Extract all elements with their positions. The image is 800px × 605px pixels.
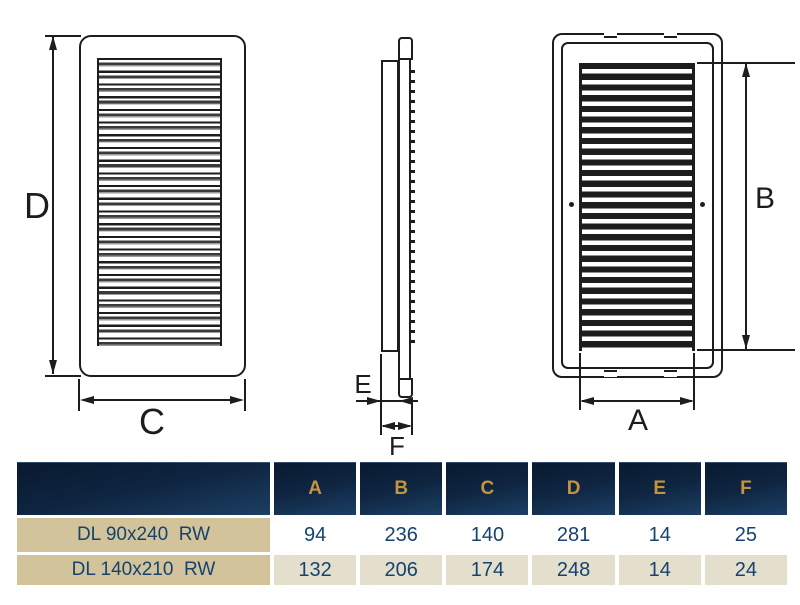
dim-e-arrow-right <box>367 397 381 405</box>
rear-view-clip-notch <box>664 31 677 38</box>
col-header-e: E <box>618 462 701 515</box>
dim-a-arrow-right <box>680 397 694 405</box>
value-cell: 14 <box>618 555 701 585</box>
dim-b-arrow-down <box>742 335 750 349</box>
dim-f-arrow-right <box>398 422 412 430</box>
dim-label-d: D <box>24 185 50 226</box>
dim-c-arrow-left <box>80 396 94 404</box>
rear-view-clip-notch <box>664 370 677 377</box>
side-view-duct-collar <box>381 60 399 352</box>
dim-d-arrow-down <box>49 360 57 374</box>
col-header-a: A <box>274 462 357 515</box>
dim-c-line <box>83 399 241 401</box>
dim-f-arrow-left <box>381 422 395 430</box>
dim-label-c: C <box>139 401 165 442</box>
dim-d-extension-top <box>45 35 81 37</box>
dim-a-extension-right <box>693 353 695 410</box>
value-cell: 236 <box>360 518 443 552</box>
dim-a-arrow-left <box>580 397 594 405</box>
dim-label-b: B <box>754 182 775 215</box>
dim-b-arrow-up <box>742 63 750 77</box>
dimension-spec-table: A B C D E F DL 90x240 RW 94 236 140 281 … <box>17 462 787 585</box>
rear-view-louver-grid <box>579 63 695 351</box>
dim-d-arrow-up <box>49 36 57 50</box>
model-name-cell: DL 140x210 RW <box>17 555 270 585</box>
screw-hole-left <box>569 202 574 207</box>
dim-d-extension-bottom <box>45 374 81 377</box>
value-cell: 14 <box>618 518 701 552</box>
dim-b-extension-bottom <box>697 349 795 351</box>
value-cell: 206 <box>360 555 443 585</box>
front-view-louver-grid <box>97 58 222 346</box>
side-view-faceplate-top-cap <box>398 37 413 60</box>
rear-view-clip-notch <box>604 31 617 38</box>
dim-label-f: F <box>389 431 405 461</box>
dim-c-arrow-right <box>230 396 244 404</box>
dim-c-extension-left <box>78 379 80 411</box>
col-header-d: D <box>532 462 615 515</box>
dim-e-line <box>356 400 418 402</box>
dim-label-e: E <box>354 369 372 399</box>
table-corner-cell <box>17 462 270 515</box>
value-cell: 140 <box>446 518 529 552</box>
value-cell: 24 <box>704 555 787 585</box>
dim-label-a: A <box>627 404 648 437</box>
dim-c-extension-right <box>244 379 246 411</box>
dim-e-arrow-left <box>399 397 413 405</box>
value-cell: 132 <box>274 555 357 585</box>
dim-a-extension-left <box>579 353 581 410</box>
dim-a-line <box>582 400 692 402</box>
rear-view-clip-notch <box>604 370 617 377</box>
col-header-c: C <box>446 462 529 515</box>
value-cell: 174 <box>446 555 529 585</box>
dim-f-extension-left <box>380 354 382 435</box>
col-header-f: F <box>704 462 787 515</box>
side-view-faceplate-bottom-cap <box>398 378 413 398</box>
col-header-b: B <box>360 462 443 515</box>
dim-d-line <box>52 37 54 374</box>
dim-f-extension-right <box>411 399 413 435</box>
dim-b-line <box>745 64 747 349</box>
dim-f-line <box>383 425 410 427</box>
side-view-louver-edge-serrations <box>410 70 415 350</box>
value-cell: 281 <box>532 518 615 552</box>
screw-hole-right <box>700 202 705 207</box>
model-name-cell: DL 90x240 RW <box>17 518 270 552</box>
value-cell: 94 <box>274 518 357 552</box>
value-cell: 248 <box>532 555 615 585</box>
value-cell: 25 <box>704 518 787 552</box>
